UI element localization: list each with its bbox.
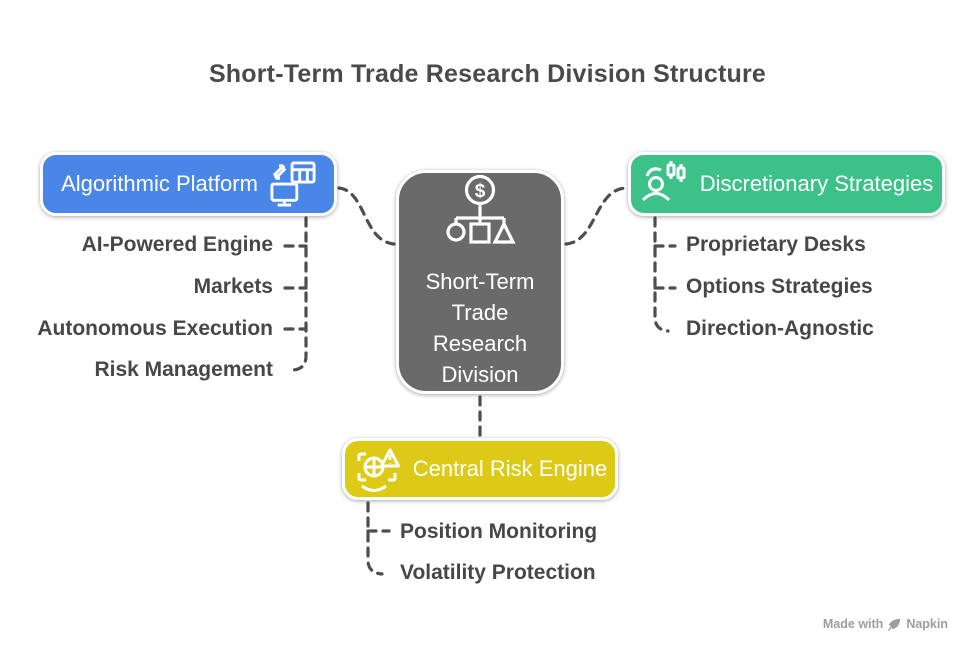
list-item-volatility-protection[interactable]: Volatility Protection xyxy=(400,561,596,584)
node-center-division[interactable]: $ Short-Term Trade Research Division xyxy=(396,170,564,394)
connector-right-rail xyxy=(653,216,670,333)
connector-blue-to-center xyxy=(337,186,396,246)
node-label: Central Risk Engine xyxy=(412,456,608,481)
monitor-data-sync-icon xyxy=(270,161,316,207)
watermark-prefix: Made with xyxy=(822,617,884,631)
list-item-ai-powered-engine[interactable]: AI-Powered Engine xyxy=(81,233,273,256)
list-item-autonomous-execution[interactable]: Autonomous Execution xyxy=(37,317,273,340)
napkin-watermark[interactable]: Made with Napkin xyxy=(823,617,948,631)
list-item-options-strategies[interactable]: Options Strategies xyxy=(686,275,873,298)
list-item-position-monitoring[interactable]: Position Monitoring xyxy=(400,520,598,543)
watermark-brand: Napkin xyxy=(906,617,948,631)
node-algorithmic-platform[interactable]: Algorithmic Platform xyxy=(40,152,337,216)
list-item-direction-agnostic[interactable]: Direction-Agnostic xyxy=(686,317,874,340)
svg-text:$: $ xyxy=(475,181,486,202)
dollar-org-chart-icon: $ xyxy=(446,174,516,244)
node-central-risk-engine[interactable]: Central Risk Engine xyxy=(342,438,618,500)
diagram-title: Short-Term Trade Research Division Struc… xyxy=(208,60,767,88)
list-item-proprietary-desks[interactable]: Proprietary Desks xyxy=(686,233,866,256)
napkin-pen-icon xyxy=(888,618,901,631)
connector-left-rail xyxy=(291,216,308,372)
risk-scan-alert-icon xyxy=(357,448,400,492)
list-item-risk-management[interactable]: Risk Management xyxy=(94,358,273,381)
list-item-markets[interactable]: Markets xyxy=(193,275,273,298)
trader-candlestick-icon xyxy=(641,161,686,202)
connector-bottom-rail xyxy=(366,501,384,576)
node-label: Discretionary Strategies xyxy=(699,171,934,196)
node-discretionary-strategies[interactable]: Discretionary Strategies xyxy=(628,152,945,216)
center-node-label: Short-Term Trade Research Division xyxy=(425,268,535,388)
connector-center-to-green xyxy=(564,186,627,246)
node-label: Algorithmic Platform xyxy=(61,171,258,196)
